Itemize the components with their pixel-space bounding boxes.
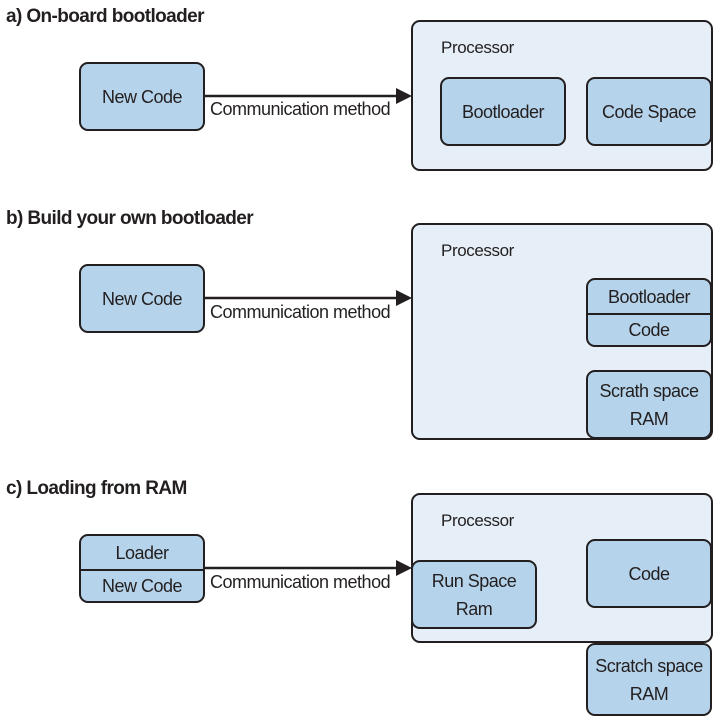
new-code-label-a: New Code <box>101 86 183 107</box>
heading-a: a) On-board bootloader <box>6 6 205 27</box>
processor-label-b: Processor <box>441 241 514 260</box>
scratch-label-c-line1: Scratch space <box>595 655 703 676</box>
processor-label-a: Processor <box>441 38 514 57</box>
loader-label-c: Loader <box>115 542 169 563</box>
arrow-b <box>205 290 412 306</box>
bootloader-code-box-b: Bootloader Code <box>586 278 712 347</box>
bootloader-box-a: Bootloader <box>440 77 566 146</box>
processor-label-c: Processor <box>441 511 514 530</box>
new-code-box-a: New Code <box>79 62 205 131</box>
run-space-ram-box-c: Run Space Ram <box>411 560 537 629</box>
scratch-space-box-c: Scratch space RAM <box>586 643 712 716</box>
scratch-label-b-line2: RAM <box>629 408 669 429</box>
code-space-box-a: Code Space <box>586 77 712 146</box>
heading-c: c) Loading from RAM <box>6 478 187 499</box>
new-code-cell-c: New Code <box>81 569 203 601</box>
new-code-label-c: New Code <box>101 576 183 596</box>
arrow-label-b: Communication method <box>210 302 391 322</box>
scratch-label-b-line1: Scrath space <box>599 380 699 401</box>
bootloader-label-b: Bootloader <box>607 286 691 307</box>
code-space-label-a: Code Space <box>601 101 697 122</box>
code-label-c: Code <box>628 563 670 584</box>
arrow-label-c: Communication method <box>210 572 391 592</box>
bootloader-cell-b: Bootloader <box>588 280 710 313</box>
loader-new-code-box-c: Loader New Code <box>79 534 205 603</box>
scratch-label-c-line2: RAM <box>629 683 669 704</box>
new-code-box-b: New Code <box>79 264 205 333</box>
code-box-c: Code <box>586 539 712 608</box>
loader-cell-c: Loader <box>81 536 203 569</box>
bootloader-label-a: Bootloader <box>461 101 545 122</box>
code-cell-b: Code <box>588 313 710 345</box>
heading-b: b) Build your own bootloader <box>6 208 254 229</box>
run-space-ram-label-c: Run Space Ram <box>431 570 517 619</box>
scratch-space-box-b: Scrath space RAM <box>586 370 712 439</box>
arrow-a <box>205 88 412 104</box>
code-label-b: Code <box>628 320 670 340</box>
arrow-c <box>205 560 412 576</box>
arrow-label-a: Communication method <box>210 99 391 119</box>
new-code-label-b: New Code <box>101 288 183 309</box>
